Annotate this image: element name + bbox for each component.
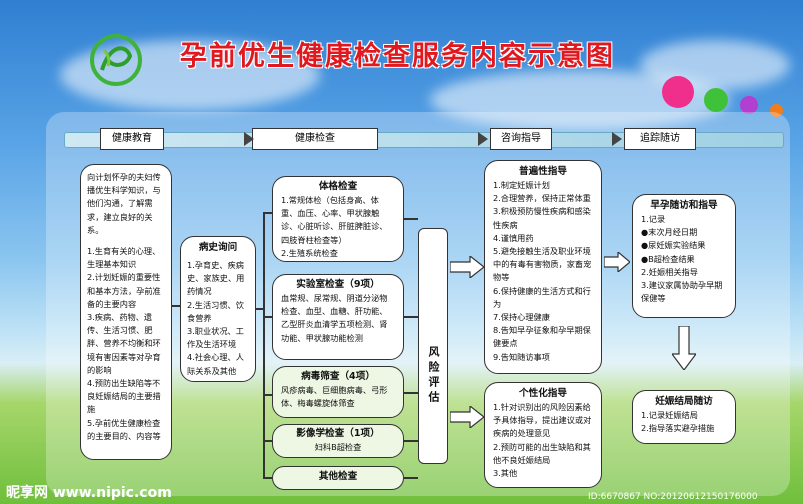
arrow-right-icon (450, 256, 484, 278)
lab-exam-heading: 实验室检查（9项） (296, 279, 380, 290)
personal-guidance-heading: 个性化指导 (519, 388, 567, 399)
list-item: 2.预防可能的出生缺陷和其他不良妊娠结局 (493, 441, 591, 465)
stage-followup: 追踪随访 (624, 128, 696, 150)
lab-exam-box: 实验室检查（9项） 血常规、尿常规、阴道分泌物检查、血型、血糖、肝功能、乙型肝炎… (272, 274, 404, 360)
list-item: 1.制定妊娠计划 (493, 180, 550, 190)
page-title: 孕前优生健康检查服务内容示意图 (180, 41, 615, 72)
list-item: 3.建议家属协助孕早期保健等 (641, 280, 723, 304)
physical-exam-heading: 体格检查 (318, 181, 358, 192)
list-item: 1.常规体检（包括身高、体重、血压、心率、甲状腺触诊、心脏听诊、肝脏脾脏诊、四肢… (281, 195, 388, 245)
list-item: 8.告知早孕征象和孕早期保健要点 (493, 325, 591, 349)
family-planning-logo-icon (90, 34, 142, 86)
list-item: 2.合理营养，保持正常体重 (493, 193, 591, 204)
list-item: 1.记录妊娠结局 (641, 410, 698, 420)
education-list: 1.生育有关的心理、生理基本知识 2.计划妊娠的重要性和基本方法，孕前准备的主要… (87, 245, 165, 443)
list-item: 2.计划妊娠的重要性和基本方法，孕前准备的主要内容 (87, 272, 161, 309)
lab-exam-text: 血常规、尿常规、阴道分泌物检查、血型、血糖、肝功能、乙型肝炎血清学五项检测、肾功… (281, 293, 388, 343)
watermark-left: 昵享网 www.nipic.com (6, 485, 172, 501)
list-item: 1.针对识别出的风险因素给予具体指导，提出建议或对疾病的处理意见 (493, 402, 592, 439)
connector (404, 477, 418, 479)
list-item: 1.记录 (641, 214, 666, 224)
list-item: 3.疾病、药物、遗传、生活习惯、肥胖、营养不均衡和环境有害因素等对孕育的影响 (87, 312, 161, 375)
decor-dot-purple (740, 96, 758, 114)
general-guidance-box: 普遍性指导 1.制定妊娠计划 2.合理营养，保持正常体重 3.积极预防慢性疾病和… (484, 160, 602, 374)
list-item: 4.社会心理、人际关系及其他 (187, 352, 244, 376)
pregnancy-outcome-box: 妊娠结局随访 1.记录妊娠结局 2.指导落实避孕措施 (632, 390, 736, 444)
virus-screening-box: 病毒筛查（4项） 风疹病毒、巨细胞病毒、弓形体、梅毒螺旋体筛查 (272, 366, 404, 418)
stage-consult: 咨询指导 (490, 128, 552, 150)
stage-checkup: 健康检查 (252, 128, 378, 150)
decor-dot-green (704, 88, 728, 112)
education-intro: 向计划怀孕的夫妇传播优生科学知识，与他们沟通，了解需求，建立良好的关系。 (87, 172, 161, 235)
list-item: 9.告知随访事项 (493, 351, 550, 362)
connector (172, 305, 180, 307)
personal-guidance-box: 个性化指导 1.针对识别出的风险因素给予具体指导，提出建议或对疾病的处理意见 2… (484, 382, 602, 488)
connector (263, 394, 272, 396)
list-item: 5.避免接触生活及职业环境中的有毒有害物质，家畜宠物等 (493, 246, 592, 283)
risk-assessment-box: 风险评估 (418, 228, 448, 464)
imaging-heading: 影像学检查（1项） (296, 428, 380, 439)
education-box: 向计划怀孕的夫妇传播优生科学知识，与他们沟通，了解需求，建立良好的关系。 1.生… (80, 164, 172, 460)
history-list: 1.孕育史、疾病史、家族史、用药情况 2.生活习惯、饮食营养 3.职业状况、工作… (187, 259, 249, 378)
arrow-right-icon (478, 132, 488, 146)
early-pregnancy-followup-box: 早孕随访和指导 1.记录 ●末次月经日期 ●尿妊娠实验结果 ●B超检查结果 2.… (632, 194, 736, 318)
list-item: 7.保持心理健康 (493, 312, 550, 323)
arrow-right-icon (612, 132, 622, 146)
list-item: ●B超检查结果 (641, 253, 695, 264)
list-item: 4.谨慎用药 (493, 232, 534, 243)
connector (263, 212, 265, 478)
general-guidance-list: 1.制定妊娠计划 2.合理营养，保持正常体重 3.积极预防慢性疾病和感染性疾病 … (493, 179, 593, 364)
cloud (60, 40, 320, 110)
other-exam-box: 其他检查 (272, 466, 404, 490)
arrow-down-icon (672, 326, 696, 370)
personal-guidance-list: 1.针对识别出的风险因素给予具体指导，提出建议或对疾病的处理意见 2.预防可能的… (493, 401, 593, 480)
list-item: 2.生殖系统检查 (281, 247, 338, 258)
virus-screening-heading: 病毒筛查（4项） (301, 371, 375, 382)
watermark-right: ID:6670867 NO:20120612150176000 (588, 492, 758, 502)
list-item: 1.生育有关的心理、生理基本知识 (87, 246, 161, 270)
connector (263, 440, 272, 442)
connector (404, 316, 418, 318)
decor-dot-orange (770, 104, 783, 117)
early-pregnancy-followup-heading: 早孕随访和指导 (650, 200, 718, 211)
list-item: 3.职业状况、工作及生活环境 (187, 326, 244, 350)
list-item: 2.指导落实避孕措施 (641, 423, 715, 434)
physical-exam-box: 体格检查 1.常规体检（包括身高、体重、血压、心率、甲状腺触诊、心脏听诊、肝脏脾… (272, 176, 404, 262)
stage-bar: 健康教育 健康检查 咨询指导 追踪随访 (64, 128, 784, 150)
connector (263, 316, 272, 318)
stage-education: 健康教育 (100, 128, 164, 150)
history-box: 病史询问 1.孕育史、疾病史、家族史、用药情况 2.生活习惯、饮食营养 3.职业… (180, 236, 256, 382)
list-item: 5.孕前优生健康检查的主要目的、内容等 (87, 417, 161, 441)
list-item: 2.生活习惯、饮食营养 (187, 299, 244, 323)
arrow-right-icon (604, 252, 630, 272)
list-item: 2.妊娠相关指导 (641, 266, 698, 277)
general-guidance-heading: 普遍性指导 (519, 166, 567, 177)
connector (404, 440, 418, 442)
pregnancy-outcome-heading: 妊娠结局随访 (655, 396, 713, 407)
connector (263, 212, 272, 214)
imaging-box: 影像学检查（1项） 妇科B超检查 (272, 424, 404, 458)
cloud (640, 40, 790, 90)
virus-screening-text: 风疹病毒、巨细胞病毒、弓形体、梅毒螺旋体筛查 (281, 385, 388, 409)
connector (263, 477, 272, 479)
list-item: 3.其他 (493, 468, 518, 479)
arrow-right-icon (244, 132, 254, 146)
connector (404, 392, 418, 394)
list-item: 1.孕育史、疾病史、家族史、用药情况 (187, 260, 245, 297)
connector (256, 308, 264, 310)
list-item: 6.保持健康的生活方式和行为 (493, 285, 591, 309)
outcome-list: 1.记录妊娠结局 2.指导落实避孕措施 (641, 409, 727, 435)
connector (404, 218, 418, 220)
list-item: ●尿妊娠实验结果 (641, 240, 706, 251)
history-heading: 病史询问 (198, 242, 238, 253)
arrow-right-icon (450, 406, 484, 428)
other-exam-heading: 其他检查 (318, 471, 358, 482)
imaging-text: 妇科B超检查 (314, 442, 362, 452)
list-item: 3.积极预防慢性疾病和感染性疾病 (493, 206, 591, 230)
list-item: 4.预防出生缺陷等不良妊娠结局的主要措施 (87, 378, 161, 415)
decor-dot-pink (662, 76, 694, 108)
list-item: ●末次月经日期 (641, 227, 698, 238)
followup-list: 1.记录 ●末次月经日期 ●尿妊娠实验结果 ●B超检查结果 2.妊娠相关指导 3… (641, 213, 727, 305)
